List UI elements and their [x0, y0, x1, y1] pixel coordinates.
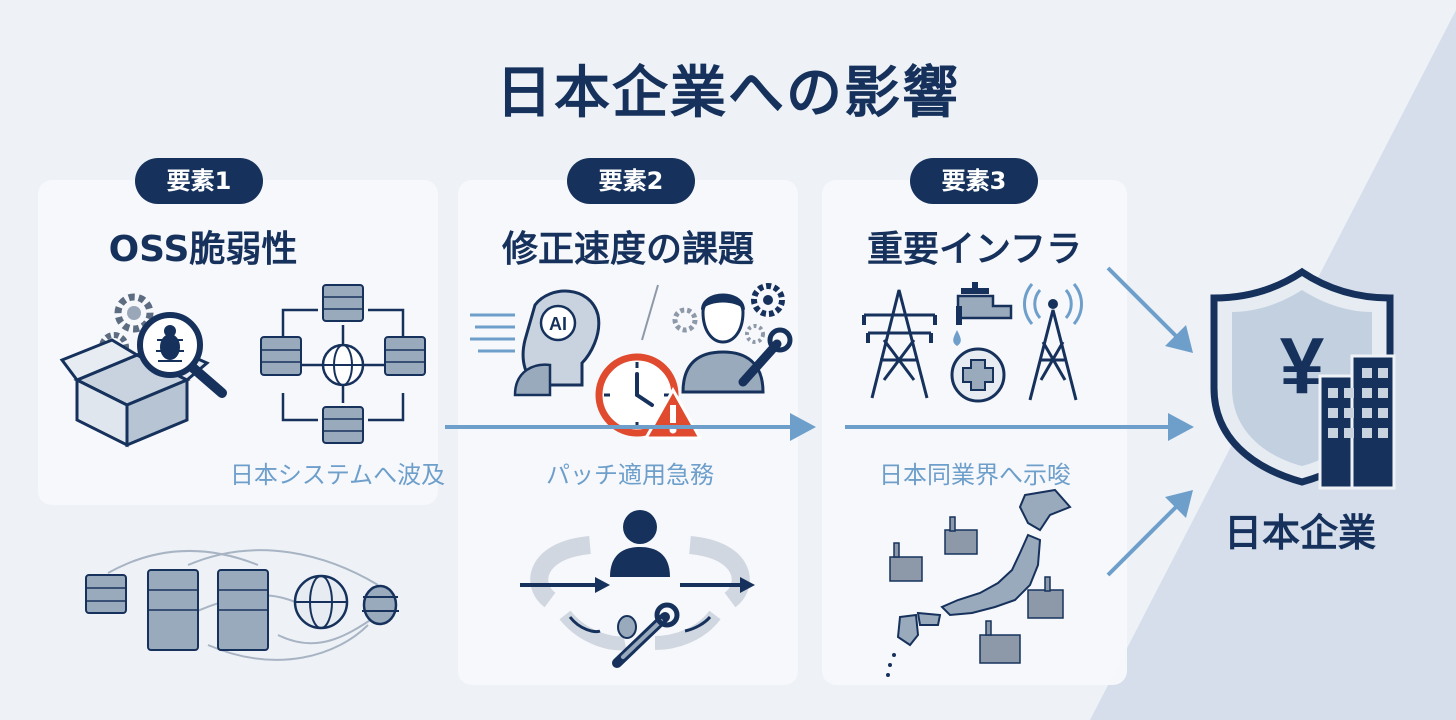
- water-medical-icon: [950, 282, 1013, 403]
- ai-chip-label: AI: [549, 314, 567, 334]
- engineer-icon: [672, 283, 793, 394]
- power-tower-icon: [862, 289, 937, 399]
- vulnerable-package-icon: [59, 293, 227, 448]
- radio-tower-icon: [1023, 283, 1083, 401]
- factor-caption-2: パッチ適用急務: [546, 461, 714, 489]
- japan-industry-map-icon: [886, 488, 1072, 677]
- divider-slash: [641, 284, 659, 341]
- yen-symbol: ¥: [1280, 321, 1325, 410]
- target-label: 日本企業: [1223, 511, 1376, 555]
- factor-title-3: 重要インフラ: [867, 229, 1082, 270]
- corporate-shield-icon: ¥: [1210, 267, 1396, 490]
- patch-cycle-icon: [520, 510, 755, 668]
- server-network-icon: [260, 284, 426, 444]
- factor-title-1: OSS脆弱性: [108, 229, 298, 270]
- factor-title-2: 修正速度の課題: [501, 229, 754, 270]
- factor-caption-3: 日本同業界へ示唆: [879, 461, 1071, 489]
- factor-caption-1: 日本システムへ波及: [229, 461, 446, 489]
- propagation-network-icon: [85, 549, 399, 661]
- page-title: 日本企業への影響: [496, 61, 960, 126]
- factor-badge-2: 要素2: [567, 158, 695, 204]
- ai-robot-icon: AI: [470, 289, 601, 397]
- factor-badge-3: 要素3: [910, 158, 1038, 204]
- factor-badge-1: 要素1: [135, 158, 263, 204]
